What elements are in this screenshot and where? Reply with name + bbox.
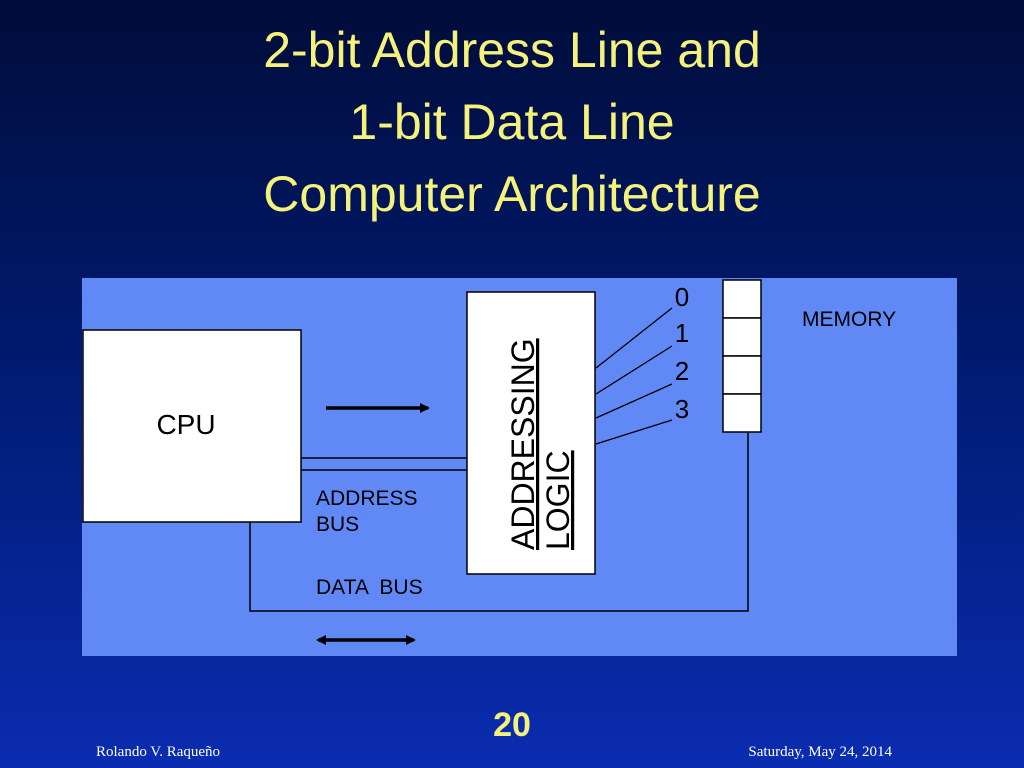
footer-date: Saturday, May 24, 2014 bbox=[748, 744, 892, 760]
decoder-line-3 bbox=[595, 419, 673, 445]
page-number: 20 bbox=[493, 706, 531, 744]
decoder-line-0 bbox=[595, 307, 673, 369]
data-bus-label: DATA BUS bbox=[316, 576, 423, 599]
address-bus-label-line2: BUS bbox=[316, 513, 359, 536]
title-line-1: 2-bit Address Line and bbox=[263, 22, 761, 78]
address-bus-label-line1: ADDRESS bbox=[316, 487, 418, 510]
memory-label: MEMORY bbox=[802, 308, 896, 331]
cpu-box bbox=[82, 329, 302, 523]
footer-author: Rolando V. Raqueño bbox=[96, 744, 221, 760]
data-bus-line bbox=[249, 433, 749, 612]
memory-address-3: 3 bbox=[675, 394, 689, 424]
architecture-diagram: CPU ADDRESSING LOGIC 0 1 2 3 MEMORY ADDR… bbox=[82, 278, 957, 656]
cpu-label: CPU bbox=[156, 409, 215, 440]
memory-cell-1 bbox=[722, 317, 762, 357]
memory-address-1: 1 bbox=[675, 318, 689, 348]
memory-address-2: 2 bbox=[675, 356, 689, 386]
title-line-2: 1-bit Data Line bbox=[349, 94, 675, 150]
addressing-logic-label-line1: ADDRESSING bbox=[505, 338, 541, 550]
memory-cell-2 bbox=[722, 355, 762, 395]
memory-address-0: 0 bbox=[675, 282, 689, 312]
diagram-canvas: CPU ADDRESSING LOGIC 0 1 2 3 MEMORY ADDR… bbox=[82, 279, 896, 645]
addressing-logic-box bbox=[466, 291, 596, 575]
slide-title: 2-bit Address Line and 1-bit Data Line C… bbox=[0, 14, 1024, 230]
decoder-line-1 bbox=[595, 345, 673, 395]
addressing-logic-label-line2: LOGIC bbox=[540, 450, 576, 550]
memory-cell-3 bbox=[722, 393, 762, 433]
title-line-3: Computer Architecture bbox=[263, 166, 761, 222]
memory-cell-0 bbox=[722, 279, 762, 319]
decoder-line-2 bbox=[595, 383, 673, 419]
